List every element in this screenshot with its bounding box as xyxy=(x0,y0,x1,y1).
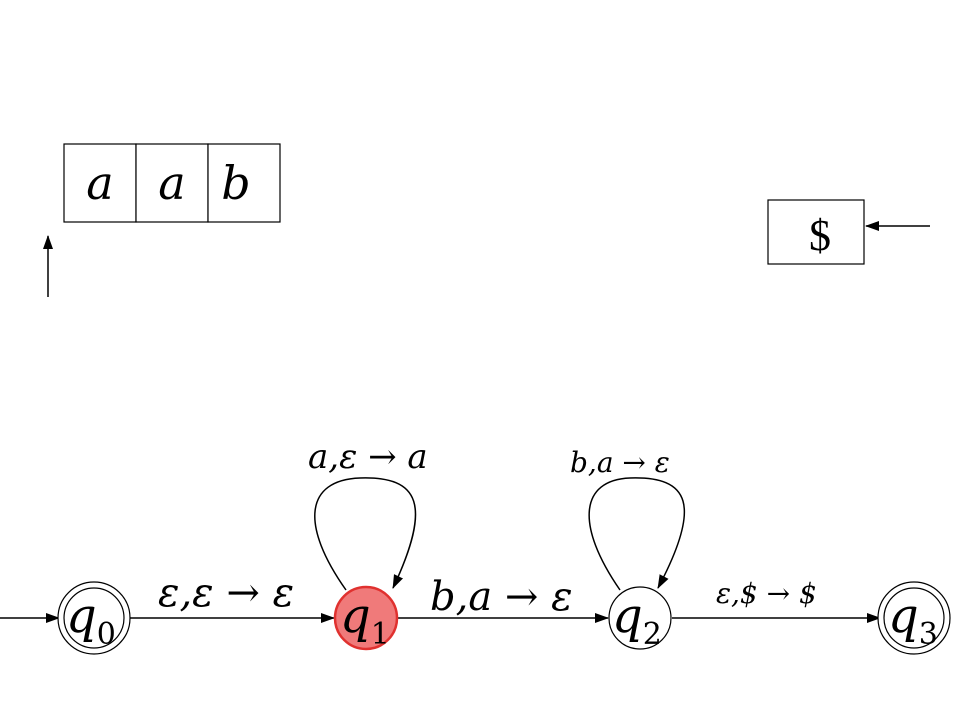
state-q1: q1 xyxy=(333,585,399,652)
state-q0-inner-ring xyxy=(63,587,125,649)
state-q1-label: q1 xyxy=(340,588,390,652)
label-q1-q2: b,a → ε xyxy=(430,574,573,620)
state-q2: q2 xyxy=(608,586,672,652)
self-loop-q2 xyxy=(588,477,686,591)
state-q2-label: q2 xyxy=(612,588,662,652)
tape-symbol-2: a xyxy=(158,156,185,210)
stack-top-symbol: $ xyxy=(809,211,831,260)
label-q2-q3: ε,$ → $ xyxy=(716,577,817,610)
state-q2-circle xyxy=(608,586,672,650)
stack: $ xyxy=(767,199,865,265)
state-q0-label: q0 xyxy=(66,588,116,652)
tape-symbol-1: a xyxy=(86,156,113,210)
label-q0-q1: ε,ε → ε xyxy=(158,570,294,616)
tape-symbol-3: b xyxy=(221,156,250,210)
label-q2-loop: b,a → ε xyxy=(570,446,670,479)
stack-top-cell xyxy=(767,199,865,265)
tape-cell-3 xyxy=(207,143,281,223)
state-q1-circle xyxy=(333,585,399,651)
input-tape: a a b xyxy=(63,143,281,223)
self-loop-q1 xyxy=(314,477,417,591)
tape-cell-1 xyxy=(63,143,137,223)
state-q3-label: q3 xyxy=(888,588,938,652)
state-q3: q3 xyxy=(877,581,951,655)
tape-cell-2 xyxy=(135,143,209,223)
state-q3-inner-ring xyxy=(883,587,945,649)
state-q0: q0 xyxy=(57,581,131,655)
label-q1-loop: a,ε → a xyxy=(308,437,428,477)
